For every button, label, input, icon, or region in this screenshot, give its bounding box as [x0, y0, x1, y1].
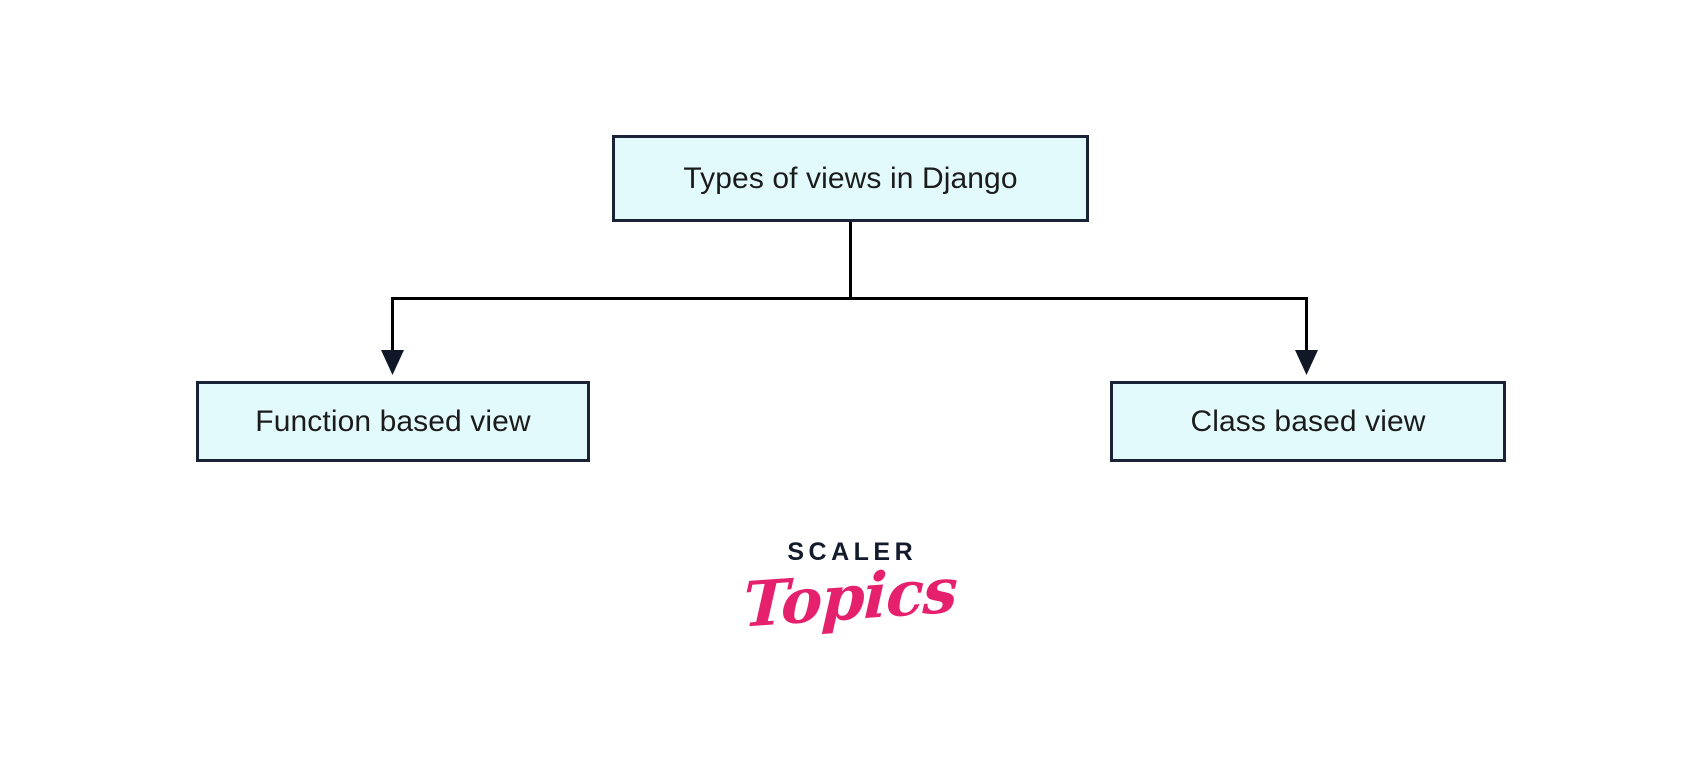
- node-function-based-view: Function based view: [196, 381, 590, 462]
- node-label: Types of views in Django: [683, 161, 1018, 195]
- arrowhead-left: [381, 350, 404, 375]
- node-label: Class based view: [1190, 404, 1426, 438]
- logo-script: Topics: [742, 553, 959, 642]
- node-label: Function based view: [255, 404, 531, 438]
- logo-wordmark: SCALER: [787, 538, 918, 566]
- scaler-topics-logo: SCALER Topics: [0, 538, 1700, 642]
- arrowhead-right: [1295, 350, 1318, 375]
- node-types-of-views: Types of views in Django: [612, 135, 1089, 222]
- node-class-based-view: Class based view: [1110, 381, 1506, 462]
